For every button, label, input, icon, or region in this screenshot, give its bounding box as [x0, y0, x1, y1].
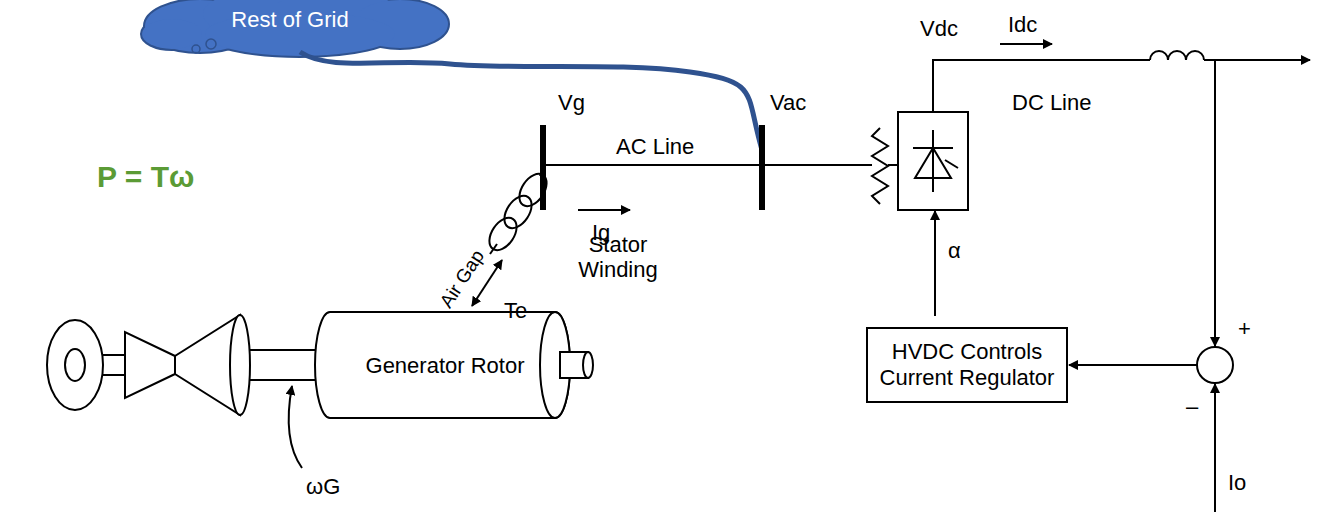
drawing-part	[945, 160, 958, 168]
speed-arrow	[289, 386, 302, 468]
cloud-outline	[142, 0, 448, 56]
drawing-part	[490, 244, 497, 254]
drawing-part	[100, 355, 128, 375]
drawing-part	[125, 332, 175, 398]
drawing-part	[142, 19, 202, 49]
thyristor-symbol	[913, 130, 958, 192]
voltage-label: Vac	[770, 90, 806, 115]
drawing-part	[499, 191, 537, 233]
air-gap-label: Air Gap	[435, 246, 488, 312]
cloud-node: Rest of Grid	[175, 5, 405, 35]
drawing-part	[315, 312, 570, 418]
drawing-part	[514, 169, 552, 211]
summing-junction	[1197, 347, 1233, 383]
node-text: Rest of Grid	[177, 7, 403, 33]
resistor-symbol	[872, 128, 888, 204]
drawing-part	[47, 320, 103, 410]
speed-label: ωG	[306, 474, 340, 499]
drawing-part	[65, 349, 85, 381]
cloud-bubble	[192, 45, 200, 53]
drawing-part	[142, 19, 202, 49]
generator-rotor: Generator Rotor	[345, 351, 545, 381]
ac-line	[543, 164, 872, 166]
current-arrow	[1000, 43, 1052, 45]
current-arrow	[578, 209, 630, 211]
torque-label: Te	[504, 298, 527, 323]
inductor-symbol	[1150, 51, 1204, 60]
sign-label: +	[1238, 316, 1251, 341]
converter-box	[898, 112, 968, 210]
reference-line	[1214, 384, 1216, 512]
dc-line	[1204, 59, 1310, 61]
drawing-part	[484, 213, 522, 255]
error-line	[1069, 364, 1197, 366]
drawing-part	[230, 315, 250, 415]
power-equation: P = Tω	[97, 160, 194, 195]
turbine-shaft	[47, 312, 593, 418]
drawing-part	[932, 130, 934, 192]
firing-angle-label: α	[948, 238, 961, 263]
sign-label: –	[1186, 394, 1198, 419]
line-name: AC Line	[616, 134, 694, 159]
node-text: HVDC Controls Current Regulator	[878, 339, 1056, 392]
firing-angle-line	[934, 211, 936, 316]
current-label: Idc	[1008, 12, 1037, 37]
voltage-label: Vdc	[920, 16, 958, 41]
voltage-label: Vg	[558, 90, 585, 115]
line-name: DC Line	[1012, 90, 1091, 115]
bus-bar	[759, 125, 765, 210]
hvdc-controls-box: HVDC Controls Current Regulator	[866, 327, 1068, 404]
drawing-part	[583, 352, 593, 378]
cloud-bubble	[206, 39, 216, 49]
stator-label: Stator Winding	[572, 232, 664, 283]
stator-winding	[484, 168, 552, 255]
wire	[888, 164, 898, 166]
feedback-line	[1214, 60, 1216, 346]
node-text: Generator Rotor	[347, 353, 543, 379]
cloud-fill	[142, 0, 448, 56]
reference-label: Io	[1228, 470, 1246, 495]
